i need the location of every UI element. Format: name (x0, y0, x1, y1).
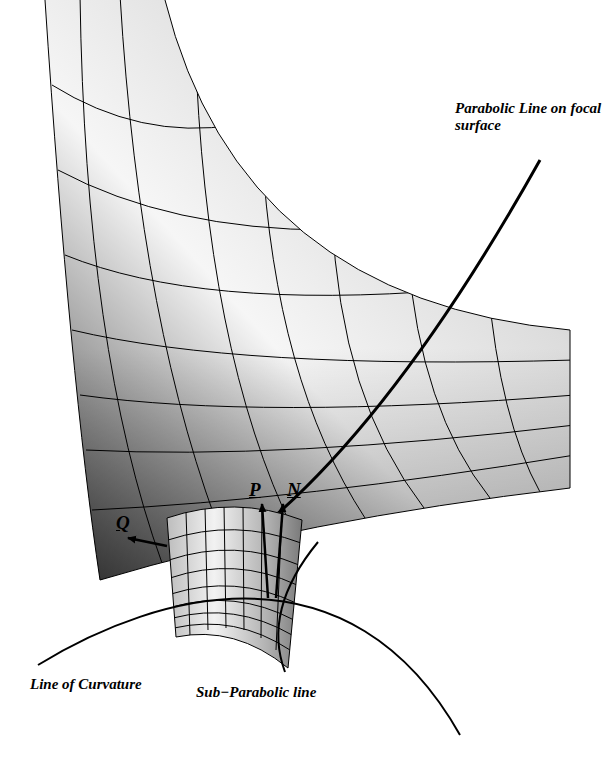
vector-arrow (262, 504, 268, 598)
curve-label: Parabolic Line on focal surface (455, 100, 605, 135)
vector-arrow (276, 504, 283, 598)
vector-label: P (249, 479, 261, 501)
line-of-curvature (38, 599, 460, 735)
parabolic-line (268, 160, 540, 522)
vector-label: N (287, 479, 301, 501)
curve-label: Line of Curvature (30, 676, 142, 693)
surface-patch (167, 505, 302, 668)
vector-label: Q (116, 512, 130, 534)
sub-parabolic-line (278, 542, 318, 672)
curve-label: Sub−Parabolic line (196, 684, 316, 701)
focal-surface (45, 0, 575, 580)
vector-arrow (128, 538, 167, 546)
